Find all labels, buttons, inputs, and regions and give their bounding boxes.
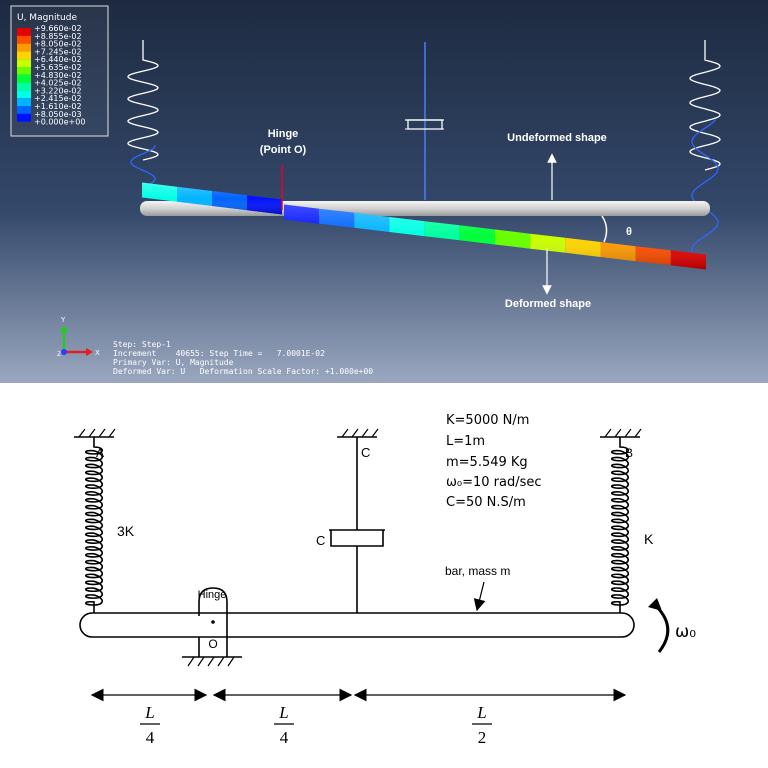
deformed-bar-shade [284,204,706,270]
legend-value: +8.050e-02 [34,40,82,49]
spring-left-label: 3K [117,523,135,539]
triad-y-arrow [60,325,68,332]
damper-label: C [316,533,325,548]
undeformed-label: Undeformed shape [507,132,607,144]
legend-swatch [17,113,31,122]
hinge-label-schematic: Hinge [198,589,227,601]
deformed-left-segment [142,182,282,215]
legend-swatch [17,74,31,83]
legend-swatch [17,98,31,106]
dim-3-numerator: L [476,703,486,722]
legend-value: +9.660e-02 [34,24,82,33]
bar [79,612,635,638]
primary-var-line: Primary Var: U, Magnitude [113,358,234,367]
dim-2-numerator: L [278,703,288,722]
hinge-label: Hinge [268,128,299,140]
deformed-bar-shade [142,182,282,215]
viewport-background [0,0,768,383]
triad-z-axis [61,349,67,355]
legend-swatch [17,51,31,60]
legend-swatch [17,59,31,67]
legend-swatch [17,43,31,52]
legend-value: +3.220e-02 [34,86,82,95]
spring-right-label: K [644,531,654,547]
legend-values: +9.660e-02+8.855e-02+8.050e-02+7.245e-02… [34,24,85,127]
pivot-label: O [208,637,217,651]
legend-swatch [17,28,31,36]
deformed-var-line: Deformed Var: U Deformation Scale Factor… [113,367,373,376]
param-l: L=1m [446,434,485,449]
dim-2-denominator: 4 [280,728,289,747]
param-c: C=50 N.S/m [446,495,526,510]
legend-value: +6.440e-02 [34,55,82,64]
theta-label: θ [626,226,632,238]
dim-1-denominator: 4 [146,728,155,747]
left-spring-deformed [130,145,156,186]
step-info: Step: Step-1 Increment 40655: Step Time … [113,340,373,376]
legend-swatch [17,67,31,75]
legend-value: +0.000e+00 [34,118,85,127]
damper-schematic [329,437,385,616]
legend-swatch [17,82,31,91]
legend-value: +7.245e-02 [34,47,82,56]
right-spring [689,40,721,171]
right-spring-k [610,437,630,615]
hinge-pivot [182,587,242,667]
parameter-list: K=5000 N/m L=1m m=5.549 Kg ω₀=10 rad/sec… [446,413,542,510]
legend-value: +4.025e-02 [34,79,82,88]
increment-line: Increment 40655: Step Time = 7.0001E-02 [113,349,325,358]
legend-swatches [17,28,31,122]
fea-viewport: U, Magnitude +9.660e-02+8.855e-02+8.050e… [0,0,768,383]
support-b-label: B [625,446,633,460]
legend-swatch [17,90,31,99]
right-spring-deformed [691,119,719,256]
param-omega: ω₀=10 rad/sec [446,475,542,490]
dim-1-numerator: L [144,703,154,722]
deformed-label: Deformed shape [505,298,591,310]
dim-3-denominator: 2 [478,728,487,747]
triad-y-label: Y [60,316,66,324]
legend-swatch [17,35,31,44]
triad-x-arrow [86,348,93,356]
legend-value: +4.830e-02 [34,71,82,80]
triad-z-label: Z [57,351,61,358]
triad-x-label: X [95,349,100,357]
support-c-label: C [361,445,370,460]
legend-value: +8.855e-02 [34,32,82,41]
deformed-right-segment [284,204,706,270]
param-m: m=5.549 Kg [446,455,528,470]
legend-value: +8.050e-03 [34,110,82,119]
dimension-lines: L 4 L 4 L 2 [90,688,627,747]
damper-fea [405,42,444,200]
contour-legend: U, Magnitude +9.660e-02+8.855e-02+8.050e… [10,5,109,137]
axis-triad: Y X Z [57,316,100,358]
point-label: (Point O) [260,144,307,156]
bar-label-arrow [473,581,486,612]
legend-swatch [17,106,31,114]
schematic-background [0,383,768,768]
omega-arrowhead [648,598,662,611]
left-spring [127,40,159,161]
param-k: K=5000 N/m [446,413,529,428]
left-spring-3k [84,437,104,615]
bar-label: bar, mass m [445,564,510,578]
schematic: A C B 3K K C [0,383,768,768]
theta-arc [601,215,608,243]
legend-value: +2.415e-02 [34,94,82,103]
step-line: Step: Step-1 [113,340,171,349]
legend-value: +1.610e-02 [34,102,82,111]
legend-title: U, Magnitude [17,13,77,23]
omega-label: ω₀ [675,622,696,642]
legend-value: +5.635e-02 [34,63,82,72]
